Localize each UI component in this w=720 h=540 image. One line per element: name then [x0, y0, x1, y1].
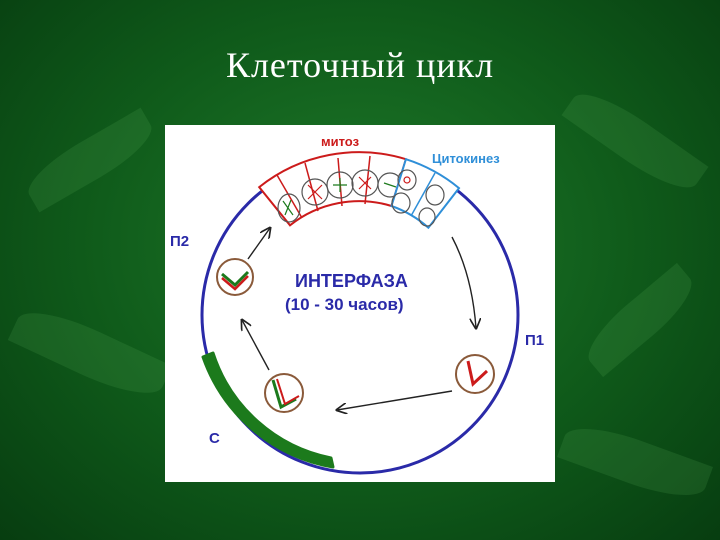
background-leaf	[19, 107, 161, 213]
interphase-cell-g1	[455, 354, 495, 394]
cytokinesis-cells	[391, 169, 445, 227]
interphase-cell-s	[264, 373, 304, 413]
mitosis-cells	[277, 169, 403, 223]
label-interphase: ИНТЕРФАЗА	[295, 271, 408, 291]
cell-cycle-svg: митоз Цитокинез ИНТЕРФАЗА (10 - 30 часов…	[170, 134, 544, 475]
cytokinesis-band	[390, 157, 461, 230]
cycle-arrows	[242, 228, 476, 410]
interphase-cell-g2	[216, 258, 254, 296]
cytokinesis-divider	[410, 172, 436, 217]
mitosis-band	[257, 151, 408, 227]
label-mitosis: митоз	[321, 134, 360, 149]
background-leaf	[561, 80, 709, 202]
label-g2: П2	[170, 233, 189, 250]
label-s: С	[209, 430, 220, 447]
label-interphase-duration: (10 - 30 часов)	[285, 295, 404, 314]
slide-title: Клеточный цикл	[225, 45, 495, 85]
cell-cycle-diagram: митоз Цитокинез ИНТЕРФАЗА (10 - 30 часов…	[165, 125, 555, 482]
background-leaf	[577, 262, 703, 378]
background-leaf	[7, 298, 173, 408]
s-phase-band	[201, 351, 335, 469]
background-leaf	[556, 415, 714, 509]
label-cytokinesis: Цитокинез	[432, 151, 500, 166]
label-g1: П1	[525, 332, 544, 349]
